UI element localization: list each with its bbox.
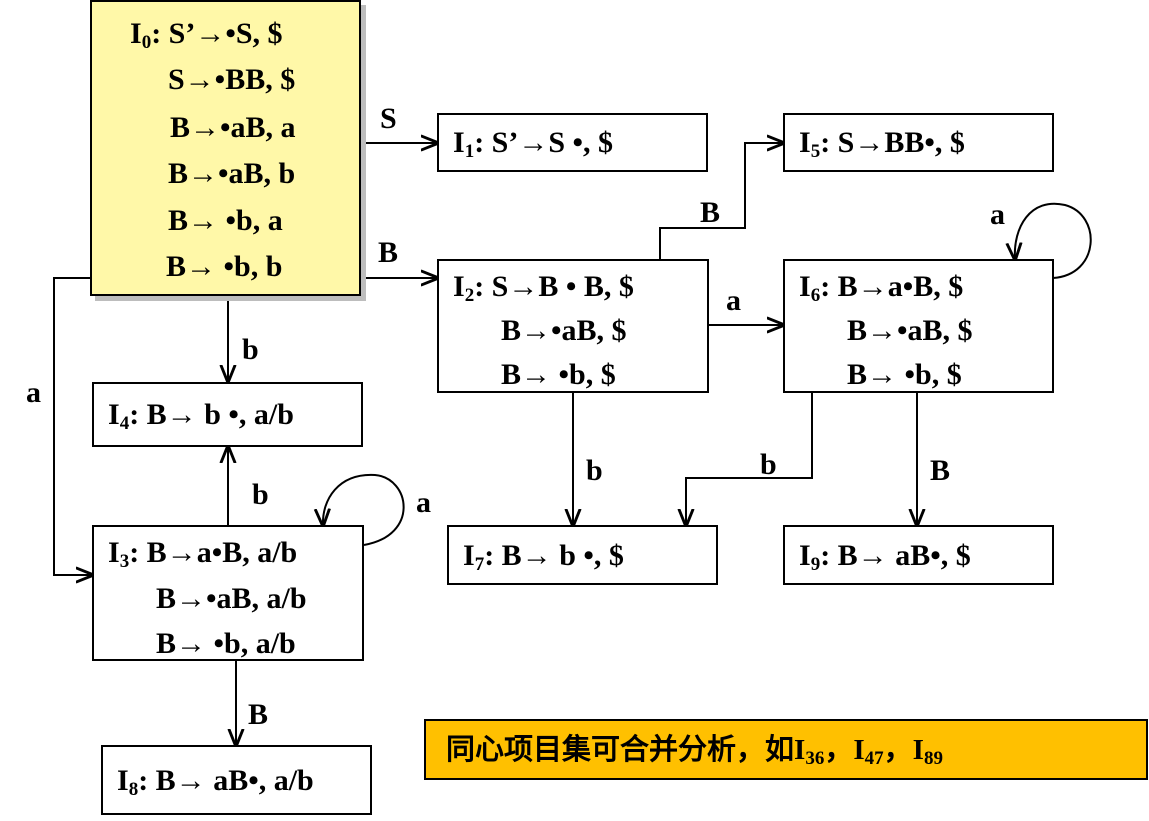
state-i3-line-1: I3: B→a•B, a/b (108, 536, 298, 572)
state-i3: I3: B→a•B, a/b B→•aB, a/b B→ •b, a/b (92, 525, 364, 661)
state-i8: I8: B→ aB•, a/b (101, 745, 372, 815)
edge-label-i3-loop: a (416, 486, 431, 519)
state-i7: I7: B→ b •, $ (447, 525, 718, 585)
state-i7-line-1: I7: B→ b •, $ (463, 539, 624, 575)
merge-note-text: 同心项目集可合并分析，如 (446, 732, 795, 766)
state-i0-line-5: B→ •b, a (168, 204, 283, 237)
state-i4: I4: B→ b •, a/b (92, 382, 363, 447)
edge-label-i2-i5: B (700, 196, 721, 229)
edge-i3-loop (323, 473, 405, 546)
state-i2-line-1: I2: S→B • B, $ (453, 270, 634, 306)
state-i2: I2: S→B • B, $ B→•aB, $ B→ •b, $ (437, 259, 709, 393)
state-i3-line-2: B→•aB, a/b (156, 582, 307, 615)
edge-label-i6-i7: b (760, 448, 777, 481)
merge-note: 同心项目集可合并分析，如I36，I47，I89 (424, 719, 1148, 780)
state-i6-line-1: I6: B→a•B, $ (799, 270, 964, 306)
merge-note-item-3-sub: 89 (923, 748, 943, 769)
state-i5-line-1: I5: S→BB•, $ (799, 126, 965, 162)
state-i6-line-2: B→•aB, $ (847, 314, 973, 347)
state-i9: I9: B→ aB•, $ (783, 525, 1054, 585)
state-i4-line-1: I4: B→ b •, a/b (108, 398, 294, 434)
state-i0-line-3: B→•aB, a (170, 111, 296, 144)
merge-note-item-3: I (912, 734, 924, 766)
state-i0-line-2: S→•BB, $ (168, 63, 296, 96)
edge-i2-i5 (659, 143, 783, 259)
merge-note-sep-1: ， (824, 732, 854, 766)
state-i6-line-3: B→ •b, $ (847, 358, 962, 391)
state-i3-line-3: B→ •b, a/b (156, 627, 296, 660)
state-i0: I0: S’→•S, $ S→•BB, $ B→•aB, a B→•aB, b … (90, 0, 361, 296)
edge-label-i2-i6: a (726, 284, 741, 317)
edge-label-i6-i9: B (930, 454, 951, 487)
merge-note-item-1: I (794, 734, 806, 766)
state-i0-line-4: B→•aB, b (168, 157, 296, 190)
state-i0-line-6: B→ •b, b (166, 250, 283, 283)
merge-note-sep-2: ， (883, 732, 913, 766)
edge-label-i6-loop: a (990, 198, 1005, 231)
merge-note-item-2: I (853, 734, 865, 766)
edge-label-i3-i4: b (252, 478, 269, 511)
edge-label-i2-i7: b (586, 454, 603, 487)
state-i6: I6: B→a•B, $ B→•aB, $ B→ •b, $ (783, 259, 1054, 393)
state-i0-line-1: I0: S’→•S, $ (130, 17, 283, 53)
edge-i6-i7 (686, 392, 813, 525)
edge-label-i3-i8: B (248, 698, 269, 731)
state-i2-line-3: B→ •b, $ (501, 358, 616, 391)
state-i9-line-1: I9: B→ aB•, $ (799, 539, 971, 575)
edge-label-i0-i3: a (26, 376, 41, 409)
merge-note-item-1-sub: 36 (805, 748, 825, 769)
edge-label-i0-i2: B (378, 236, 399, 269)
state-i1: I1: S’→S •, $ (437, 113, 708, 172)
edge-i6-loop (1015, 202, 1092, 279)
edge-label-i0-i4: b (242, 333, 259, 366)
state-i1-line-1: I1: S’→S •, $ (453, 126, 614, 162)
merge-note-item-2-sub: 47 (864, 748, 884, 769)
state-i8-line-1: I8: B→ aB•, a/b (117, 764, 314, 800)
state-i5: I5: S→BB•, $ (783, 113, 1054, 172)
edge-i0-i3 (53, 277, 92, 575)
edge-label-i0-i1: S (380, 102, 397, 135)
state-i2-line-2: B→•aB, $ (501, 314, 627, 347)
